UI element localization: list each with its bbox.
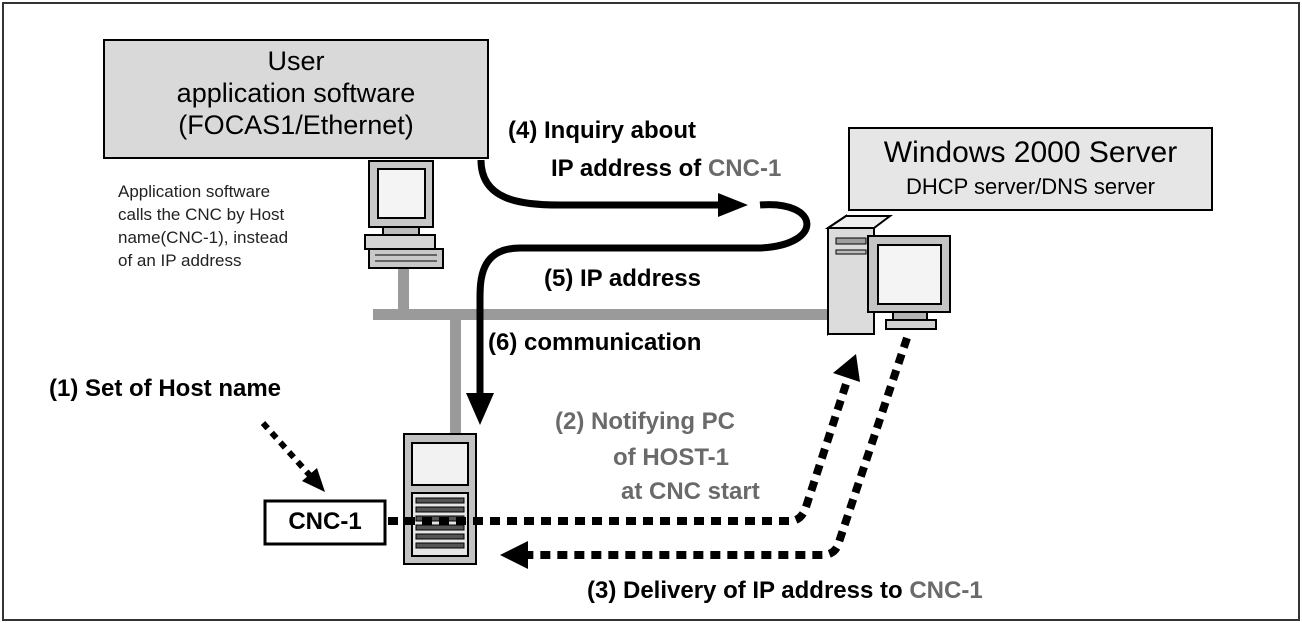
arrow-delivery-head [500,541,528,569]
step2-line2: of HOST-1 [613,444,730,471]
step3-text: (3) Delivery of IP address to [587,577,910,604]
server-computer-icon [824,214,951,336]
server-box [848,127,1213,211]
server-title: Windows 2000 Server [883,136,1178,169]
step3-label: (3) Delivery of IP address to CNC-1 [587,576,983,606]
user-app-line2: application software [176,78,416,108]
arrow-communication-head [466,393,494,425]
arrow-inquiry [477,159,720,209]
user-app-title: User application software (FOCAS1/Ethern… [104,45,488,141]
step6-label: (6) communication [488,329,702,356]
note-line1: Application software [118,182,271,201]
step2-line3: at CNC start [621,478,760,505]
arrow-notify-head [833,354,860,382]
step4-host: CNC-1 [707,155,782,182]
user-app-line3: (FOCAS1/Ethernet) [178,110,414,140]
step1-label: (1) Set of Host name [49,375,282,402]
arrow-inquiry-head [718,193,748,217]
user-application-box [103,39,489,159]
step4-text: IP address of [551,155,708,182]
user-app-line1: User [267,46,325,76]
cnc-unit-icon [403,433,477,565]
note-line4: of an IP address [118,251,242,270]
note-line3: name(CNC-1), instead [118,228,289,247]
note-line2: calls the CNC by Host [118,205,285,224]
arrow-delivery [525,336,911,559]
server-subtitle: DHCP server/DNS server [906,174,1155,199]
application-note: Application software calls the CNC by Ho… [118,180,288,272]
cnc-host-box [263,499,387,546]
arrow-set-host-name [260,420,325,492]
arrow-ip-address [476,201,811,395]
arrow-notify [388,376,852,525]
step4-line1: (4) Inquiry about [508,117,696,144]
step2-line1: (2) Notifying PC [555,408,735,435]
pc-icon [364,160,444,269]
step5-label: (5) IP address [544,265,701,292]
cnc-host-label: CNC-1 [288,508,362,535]
lan-cable [373,267,831,437]
step3-host: CNC-1 [909,577,983,604]
step4-line2: IP address of CNC-1 [551,154,781,184]
